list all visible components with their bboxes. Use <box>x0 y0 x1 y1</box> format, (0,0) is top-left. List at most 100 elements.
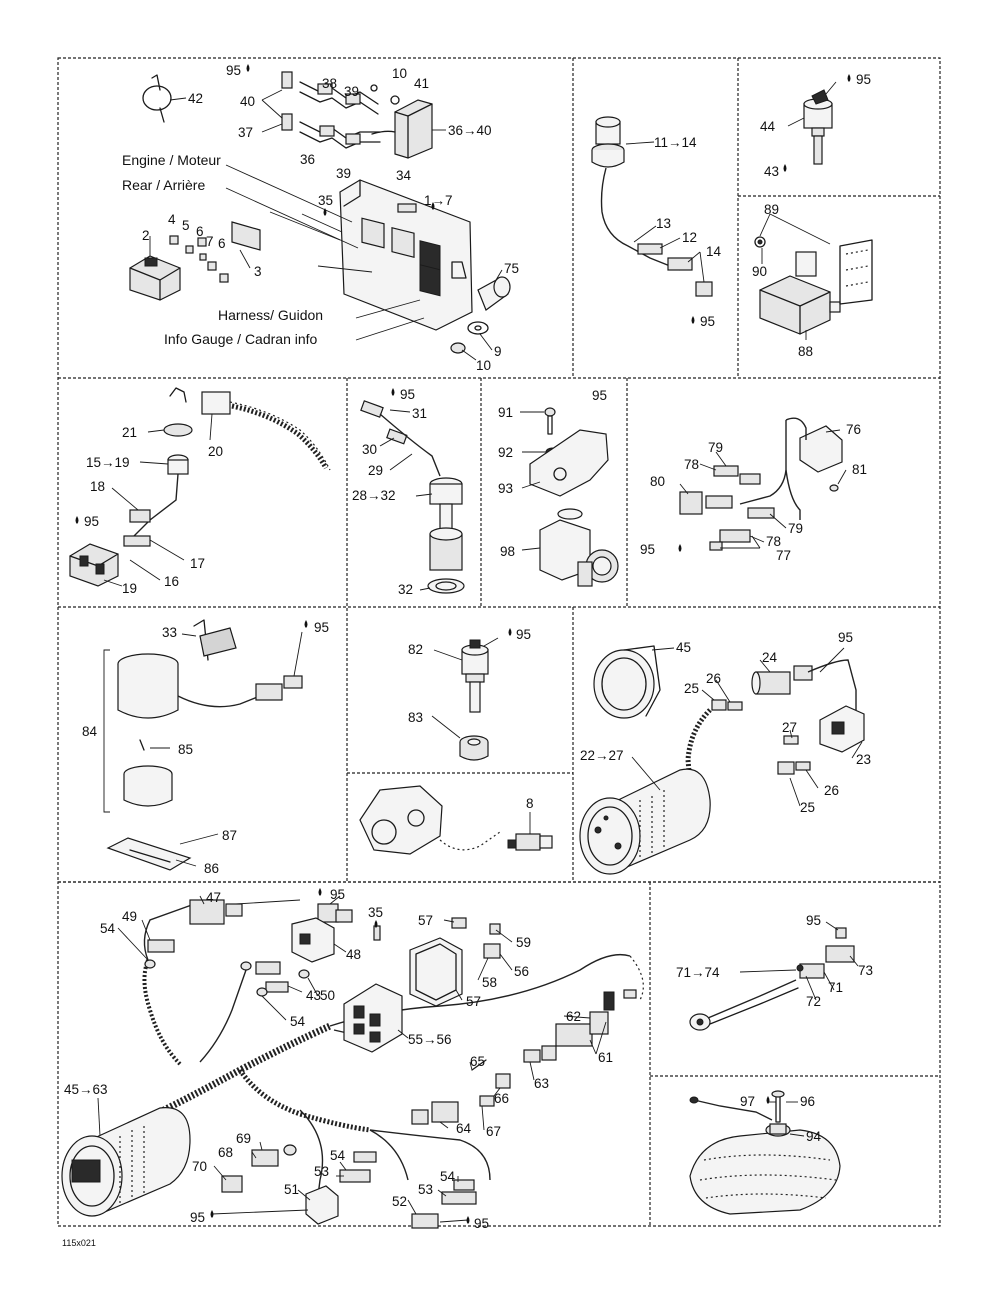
leader-lines-panel14 <box>739 921 859 1001</box>
panel-sensor-28 <box>360 400 465 594</box>
leader-lines-panel12 <box>631 647 863 807</box>
callout: 57 <box>418 913 433 928</box>
callout: 81 <box>852 462 867 477</box>
callout: 71→74 <box>676 965 720 980</box>
cover-57-part <box>409 917 501 1007</box>
engine-label: Engine / Moteur <box>122 152 221 168</box>
callout: 54 <box>440 1169 456 1184</box>
relay-box-part <box>370 84 433 159</box>
callout: 36→40 <box>448 123 492 138</box>
callout: 51 <box>284 1182 299 1197</box>
leader-lines-panel7 <box>520 411 546 551</box>
callout: 40 <box>240 94 255 109</box>
callout: 71 <box>828 980 843 995</box>
callout: 47 <box>206 890 221 905</box>
callout: 35 <box>318 193 333 208</box>
callout: 80 <box>650 474 665 489</box>
rear-label: Rear / Arrière <box>122 177 205 193</box>
leader-lines-panel1 <box>149 89 503 361</box>
relay-part <box>129 255 181 301</box>
callout: 95 <box>838 630 853 645</box>
panel-bracket-98 <box>520 407 619 587</box>
callout: 89 <box>764 202 779 217</box>
callout: 59 <box>516 935 531 950</box>
leader-lines-panel3 <box>787 81 837 127</box>
callout: 14 <box>706 244 722 259</box>
callout: 1→7 <box>424 193 453 208</box>
callout: 83 <box>408 710 423 725</box>
callout: 33 <box>162 625 177 640</box>
callout-labels: 95 42 40 38 39 10 41 37 36→40 36 39 34 3… <box>64 63 873 1231</box>
callout: 16 <box>164 574 179 589</box>
callout: 67 <box>486 1124 501 1139</box>
callout: 70 <box>192 1159 207 1174</box>
gauge-body-part <box>579 768 711 875</box>
panel-sensor-8 <box>359 785 553 855</box>
panel-switch-44 <box>787 81 837 165</box>
lever-sensor-part <box>689 927 855 1031</box>
callout: 63 <box>534 1076 549 1091</box>
callout: 79 <box>708 440 723 455</box>
panel-solenoid-88 <box>754 213 873 340</box>
callout: 95 <box>400 387 415 402</box>
droplet-icon <box>323 208 327 216</box>
droplet-markers <box>75 64 851 1224</box>
callout: 65 <box>470 1054 485 1069</box>
callout: 95 <box>640 542 655 557</box>
callout: 27 <box>782 720 797 735</box>
callout: 95 <box>856 72 871 87</box>
callout: 28→32 <box>352 488 396 503</box>
connector-47-part <box>144 899 243 969</box>
callout: 64 <box>456 1121 472 1136</box>
callout: 18 <box>90 479 105 494</box>
callout: 92 <box>498 445 513 460</box>
info-gauge-label: Info Gauge / Cadran info <box>164 331 318 347</box>
callout: 95 <box>190 1210 205 1225</box>
callout: 4 <box>168 212 176 227</box>
panel-frames <box>57 57 941 1227</box>
callout: 12 <box>682 230 697 245</box>
callout: 95 <box>516 627 531 642</box>
callout: 84 <box>82 724 98 739</box>
callout: 61 <box>598 1050 613 1065</box>
bracket-valve-part <box>529 407 619 587</box>
callout: 5 <box>182 218 190 233</box>
callout: 32 <box>398 582 413 597</box>
engine-top-sketch <box>689 1090 841 1215</box>
callout: 53 <box>418 1182 433 1197</box>
callout: 73 <box>858 963 873 978</box>
callout: 39 <box>336 166 351 181</box>
leader-lines-panel13 <box>97 895 607 1223</box>
callout: 8 <box>526 796 534 811</box>
small-terminal-parts <box>169 221 261 283</box>
panel-main-harness <box>61 895 644 1229</box>
callout: 77 <box>776 548 791 563</box>
callout: 93 <box>498 481 513 496</box>
gauge-45-part <box>61 1107 191 1217</box>
connector-55-part <box>343 983 403 1053</box>
callout: 26 <box>706 671 721 686</box>
droplet-icon <box>691 316 695 324</box>
callout: 36 <box>300 152 315 167</box>
droplet-icon <box>508 628 512 636</box>
tube-part <box>477 276 511 311</box>
callout: 42 <box>188 91 203 106</box>
gauge-wire <box>685 659 865 783</box>
callout: 2 <box>142 228 150 243</box>
callout: 24 <box>762 650 778 665</box>
connectors-lower-part <box>221 925 477 1229</box>
callout: 45 <box>676 640 691 655</box>
connector-48-part <box>291 903 353 963</box>
callout: 78 <box>684 457 699 472</box>
panel-harness-76 <box>679 417 847 551</box>
callout: 25 <box>684 681 699 696</box>
sensor-part <box>591 116 713 297</box>
callout: 95 <box>226 63 241 78</box>
panel-buzzer-84 <box>103 619 303 871</box>
callout: 95 <box>84 514 99 529</box>
callout: 48 <box>346 947 361 962</box>
callout: 95 <box>314 620 329 635</box>
callout: 68 <box>218 1145 233 1160</box>
text-annotations: Engine / Moteur Rear / Arrière Harness/ … <box>62 152 323 1248</box>
panel-module-electronics <box>129 71 511 361</box>
